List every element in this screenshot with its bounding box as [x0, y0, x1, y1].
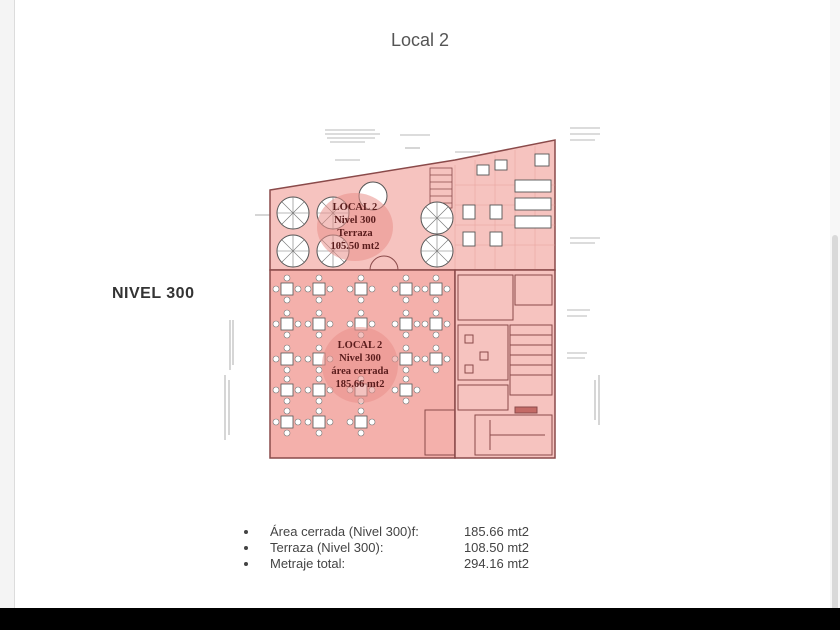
service-walls [424, 274, 553, 456]
scrollbar-track[interactable] [830, 0, 840, 630]
dining-tables [280, 282, 443, 429]
bullet-icon [244, 530, 248, 534]
level-label: NIVEL 300 [112, 285, 195, 302]
terrace-furniture [462, 153, 552, 247]
area-value: 108.50 mt2 [463, 540, 529, 555]
enclosed-label-line-4: 185.66 mt2 [336, 379, 385, 390]
terrace-label-line-3: Terraza [337, 228, 373, 239]
left-frame-edge [0, 0, 15, 630]
enclosed-label-line-3: área cerrada [331, 366, 389, 377]
terrace-label-highlight [317, 193, 393, 261]
terrace-label-line-4: 105.50 mt2 [331, 241, 380, 252]
page-title: Local 2 [390, 30, 450, 50]
area-value: 294.16 mt2 [463, 556, 529, 571]
terrace-label-line-1: LOCAL 2 [333, 202, 378, 213]
enclosed-label-highlight [322, 327, 398, 403]
plan-annotations [224, 127, 600, 440]
area-value: 185.66 mt2 [463, 524, 529, 539]
area-label: Terraza (Nivel 300): [270, 540, 384, 555]
enclosed-label-line-1: LOCAL 2 [338, 340, 383, 351]
bullet-icon [244, 562, 248, 566]
enclosed-label-line-2: Nivel 300 [339, 353, 381, 364]
service-area [454, 269, 556, 459]
floor-plan: LOCAL 2 Nivel 300 Terraza 105.50 mt2 LOC… [224, 127, 600, 459]
scrollbar-thumb[interactable] [832, 235, 838, 615]
area-label: Área cerrada (Nivel 300)f: [270, 524, 419, 539]
area-label: Metraje total: [270, 556, 346, 571]
terrace-label-line-2: Nivel 300 [334, 215, 376, 226]
dining-chairs [272, 274, 451, 437]
bottom-bar [0, 608, 840, 630]
bullet-icon [244, 546, 248, 550]
terrace-door [369, 255, 399, 271]
